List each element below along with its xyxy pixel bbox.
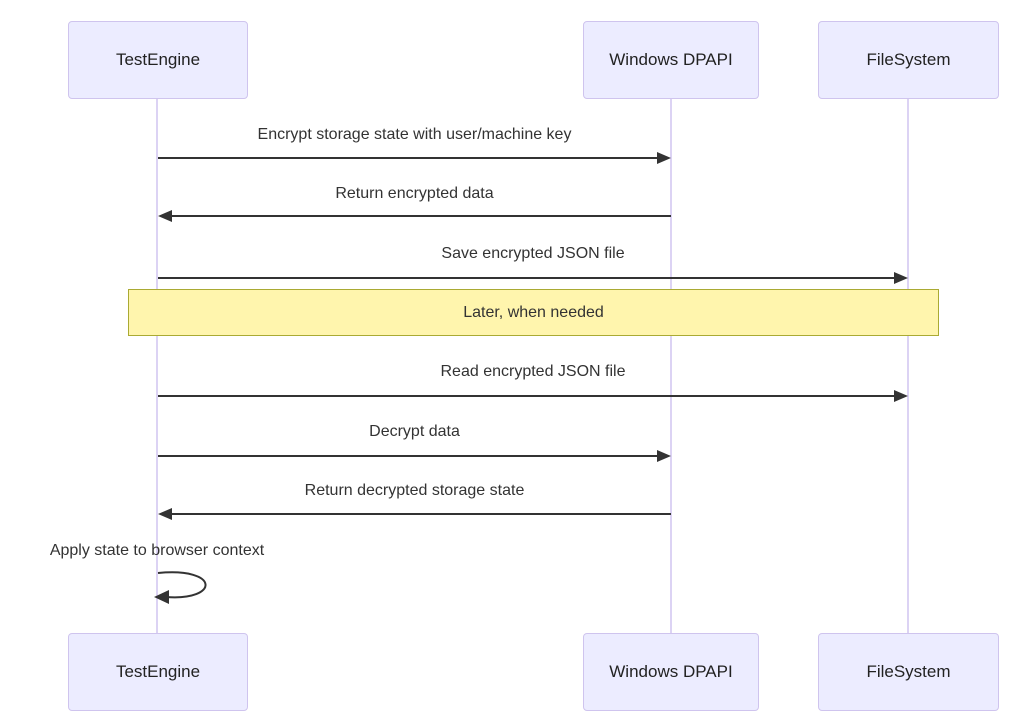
- note-label: Later, when needed: [463, 303, 604, 321]
- self-loop-arrow-icon: [154, 571, 207, 604]
- message-label: Read encrypted JSON file: [440, 363, 626, 380]
- actor-top-testengine: TestEngine: [68, 21, 248, 99]
- arrowhead-left-icon: [158, 210, 172, 222]
- actor-bottom-testengine: TestEngine: [68, 633, 248, 711]
- actor-top-filesystem: FileSystem: [818, 21, 999, 99]
- lifeline-filesystem: [907, 99, 909, 634]
- arrowhead-right-icon: [894, 272, 908, 284]
- note-band: Later, when needed: [128, 289, 939, 336]
- lifeline-windows-dpapi: [670, 99, 672, 634]
- actor-top-windows-dpapi: Windows DPAPI: [583, 21, 759, 99]
- arrowhead-right-icon: [894, 390, 908, 402]
- message-line: [158, 157, 659, 159]
- actor-label: Windows DPAPI: [609, 662, 733, 681]
- message-label: Encrypt storage state with user/machine …: [257, 126, 572, 143]
- actor-label: TestEngine: [115, 662, 201, 681]
- actor-label: FileSystem: [866, 662, 951, 681]
- message-label: Save encrypted JSON file: [441, 245, 625, 262]
- arrowhead-right-icon: [657, 450, 671, 462]
- arrowhead-left-icon: [158, 508, 172, 520]
- message-line: [158, 455, 659, 457]
- actor-label: FileSystem: [866, 50, 951, 69]
- actor-bottom-filesystem: FileSystem: [818, 633, 999, 711]
- actor-label: Windows DPAPI: [609, 50, 733, 69]
- actor-label: TestEngine: [115, 50, 201, 69]
- message-label: Return decrypted storage state: [304, 482, 525, 499]
- arrowhead-right-icon: [657, 152, 671, 164]
- message-line: [170, 215, 671, 217]
- message-label: Return encrypted data: [335, 185, 494, 202]
- message-line: [158, 277, 896, 279]
- lifeline-testengine: [156, 99, 158, 634]
- message-line: [158, 395, 896, 397]
- message-line: [170, 513, 671, 515]
- actor-bottom-windows-dpapi: Windows DPAPI: [583, 633, 759, 711]
- message-label: Apply state to browser context: [49, 542, 265, 559]
- message-label: Decrypt data: [369, 423, 460, 440]
